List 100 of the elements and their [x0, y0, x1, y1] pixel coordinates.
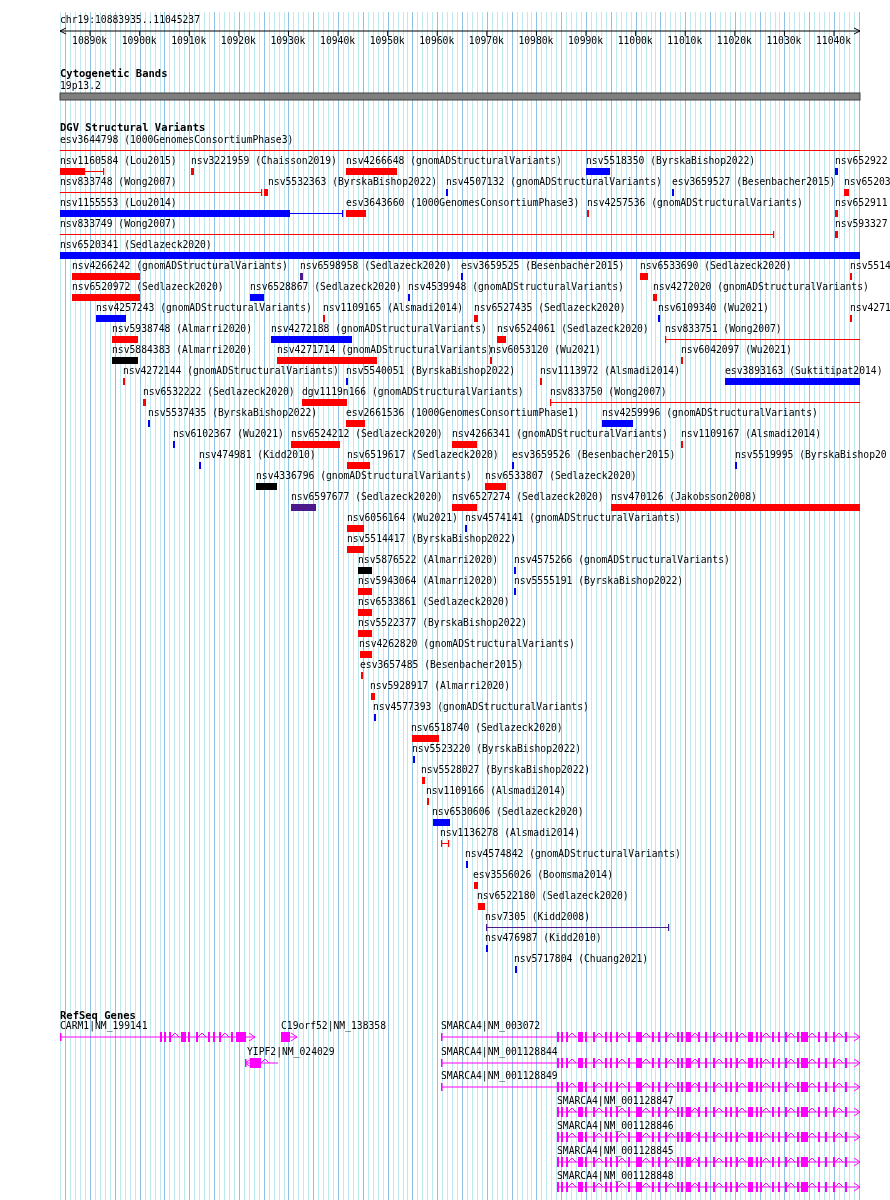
feature-label: nsv6530606 (Sedlazeck2020): [432, 806, 584, 818]
tick-label: 10900k: [121, 35, 157, 47]
feature-label: nsv4272144 (gnomADStructuralVariants): [123, 365, 339, 377]
feature-label: nsv6533690 (Sedlazeck2020): [640, 260, 792, 272]
track-title: RefSeq Genes: [60, 1009, 136, 1021]
feature-label: esv3657485 (Besenbacher2015): [360, 659, 524, 671]
feature-label: nsv652922: [835, 155, 888, 167]
feature-label: nsv5523220 (ByrskaBishop2022): [412, 743, 582, 755]
feature-label: nsv5938748 (Almarri2020): [112, 323, 252, 335]
gene-label: SMARCA4|NM_001128847: [557, 1095, 674, 1107]
tick-label: 10940k: [320, 35, 356, 47]
feature-label: nsv833749 (Wong2007): [60, 218, 177, 230]
feature-label: nsv4575266 (gnomADStructuralVariants): [514, 554, 730, 566]
feature-label: nsv4259996 (gnomADStructuralVariants): [602, 407, 818, 419]
feature-label: nsv6042097 (Wu2021): [681, 344, 792, 356]
feature-label: nsv4257243 (gnomADStructuralVariants): [96, 302, 312, 314]
feature-label: nsv1109165 (Alsmadi2014): [323, 302, 463, 314]
gene-label: SMARCA4|NM_003072: [441, 1020, 541, 1032]
feature-label: nsv4266648 (gnomADStructuralVariants): [346, 155, 562, 167]
feature-label: nsv1113972 (Alsmadi2014): [540, 365, 680, 377]
feature-label: nsv5519995 (ByrskaBishop20: [735, 449, 887, 461]
feature-label: nsv6527435 (Sedlazeck2020): [474, 302, 626, 314]
heading-text: chr19:10883935..11045237: [60, 14, 200, 26]
feature-label: nsv4574842 (gnomADStructuralVariants): [465, 848, 681, 860]
feature-label: nsv833748 (Wong2007): [60, 176, 177, 188]
feature-label: esv3644798 (1000GenomesConsortiumPhase3): [60, 134, 294, 146]
gene-label: SMARCA4|NM_001128844: [441, 1046, 558, 1058]
feature-label: nsv1160584 (Lou2015): [60, 155, 177, 167]
feature-label: nsv5514: [850, 260, 890, 272]
feature-label: nsv5555191 (ByrskaBishop2022): [514, 575, 684, 587]
feature-label: nsv6533807 (Sedlazeck2020): [485, 470, 637, 482]
feature-label: nsv4574141 (gnomADStructuralVariants): [465, 512, 681, 524]
tick-label: 11010k: [667, 35, 703, 47]
feature-label: nsv6520972 (Sedlazeck2020): [72, 281, 224, 293]
feature-label: nsv6522180 (Sedlazeck2020): [477, 890, 629, 902]
feature-label: nsv5522377 (ByrskaBishop2022): [358, 617, 528, 629]
feature-label: nsv6528867 (Sedlazeck2020): [250, 281, 402, 293]
tick-label: 10960k: [419, 35, 455, 47]
feature-label: nsv6533861 (Sedlazeck2020): [358, 596, 510, 608]
feature-label: nsv5876522 (Almarri2020): [358, 554, 498, 566]
tick-label: 11040k: [816, 35, 851, 47]
feature-label: nsv3221959 (Chaisson2019): [191, 155, 337, 167]
feature-label: esv3556026 (Boomsma2014): [473, 869, 613, 881]
feature-label: nsv6520341 (Sedlazeck2020): [60, 239, 212, 251]
gene-label: YIPF2|NM_024029: [247, 1046, 335, 1058]
feature-label: nsv476987 (Kidd2010): [485, 932, 602, 944]
feature-label: nsv593327: [835, 218, 888, 230]
feature-label: nsv6597677 (Sedlazeck2020): [291, 491, 443, 503]
feature-label: nsv5717804 (Chuang2021): [514, 953, 649, 965]
feature-label: nsv1109167 (Alsmadi2014): [681, 428, 821, 440]
tick-label: 10970k: [468, 35, 504, 47]
feature-label: nsv652911: [835, 197, 888, 209]
feature-label: nsv6598958 (Sedlazeck2020): [300, 260, 452, 272]
feature-label: nsv4262820 (gnomADStructuralVariants): [359, 638, 575, 650]
tick-label: 10990k: [568, 35, 604, 47]
gene-label: SMARCA4|NM_001128849: [441, 1070, 558, 1082]
feature-label: nsv6053120 (Wu2021): [490, 344, 601, 356]
feature-label: nsv6532222 (Sedlazeck2020): [143, 386, 295, 398]
feature-label: nsv6518740 (Sedlazeck2020): [411, 722, 563, 734]
feature-label: nsv5528027 (ByrskaBishop2022): [421, 764, 591, 776]
feature-label: nsv4272020 (gnomADStructuralVariants): [653, 281, 869, 293]
feature-label: nsv833751 (Wong2007): [665, 323, 782, 335]
feature-label: esv3659526 (Besenbacher2015): [512, 449, 676, 461]
feature-label: esv3659527 (Besenbacher2015): [672, 176, 836, 188]
feature-label: nsv65203: [844, 176, 890, 188]
feature-label: nsv6056164 (Wu2021): [347, 512, 458, 524]
feature-label: nsv1155553 (Lou2014): [60, 197, 177, 209]
feature-label: nsv6524061 (Sedlazeck2020): [497, 323, 649, 335]
track-title: DGV Structural Variants: [60, 121, 206, 133]
feature-label: nsv5532363 (ByrskaBishop2022): [268, 176, 438, 188]
feature-label: nsv4272188 (gnomADStructuralVariants): [271, 323, 487, 335]
feature-label: nsv5943064 (Almarri2020): [358, 575, 498, 587]
feature-label: esv2661536 (1000GenomesConsortiumPhase1): [346, 407, 580, 419]
tick-label: 10890k: [72, 35, 108, 47]
gene-label: SMARCA4|NM_001128846: [557, 1120, 674, 1132]
gene-label: C19orf52|NM_138358: [281, 1020, 386, 1032]
feature-label: dgv1119n166 (gnomADStructuralVariants): [302, 386, 524, 398]
feature-label: nsv4577393 (gnomADStructuralVariants): [373, 701, 589, 713]
feature-label: nsv1136278 (Alsmadi2014): [440, 827, 580, 839]
feature-label: nsv470126 (Jakobsson2008): [611, 491, 757, 503]
tick-label: 11000k: [617, 35, 653, 47]
feature-label: nsv5514417 (ByrskaBishop2022): [347, 533, 517, 545]
feature-label: nsv4257536 (gnomADStructuralVariants): [587, 197, 803, 209]
feature-label: nsv5518350 (ByrskaBishop2022): [586, 155, 756, 167]
feature-label: nsv6102367 (Wu2021): [173, 428, 284, 440]
feature-label: nsv4266341 (gnomADStructuralVariants): [452, 428, 668, 440]
gene-label: CARM1|NM_199141: [60, 1020, 148, 1032]
tick-label: 10930k: [270, 35, 306, 47]
feature-label: nsv6527274 (Sedlazeck2020): [452, 491, 604, 503]
feature-label: nsv5537435 (ByrskaBishop2022): [148, 407, 318, 419]
feature-label: nsv4336796 (gnomADStructuralVariants): [256, 470, 472, 482]
feature-label: nsv4266242 (gnomADStructuralVariants): [72, 260, 288, 272]
feature-label: esv3643660 (1000GenomesConsortiumPhase3): [346, 197, 580, 209]
heading-text: 19p13.2: [60, 80, 101, 92]
feature-label: nsv4507132 (gnomADStructuralVariants): [446, 176, 662, 188]
feature-label: nsv4271: [850, 302, 890, 314]
feature-label: nsv6109340 (Wu2021): [658, 302, 769, 314]
feature-label: nsv7305 (Kidd2008): [485, 911, 590, 923]
feature-label: esv3659525 (Besenbacher2015): [461, 260, 625, 272]
tick-label: 10980k: [518, 35, 554, 47]
